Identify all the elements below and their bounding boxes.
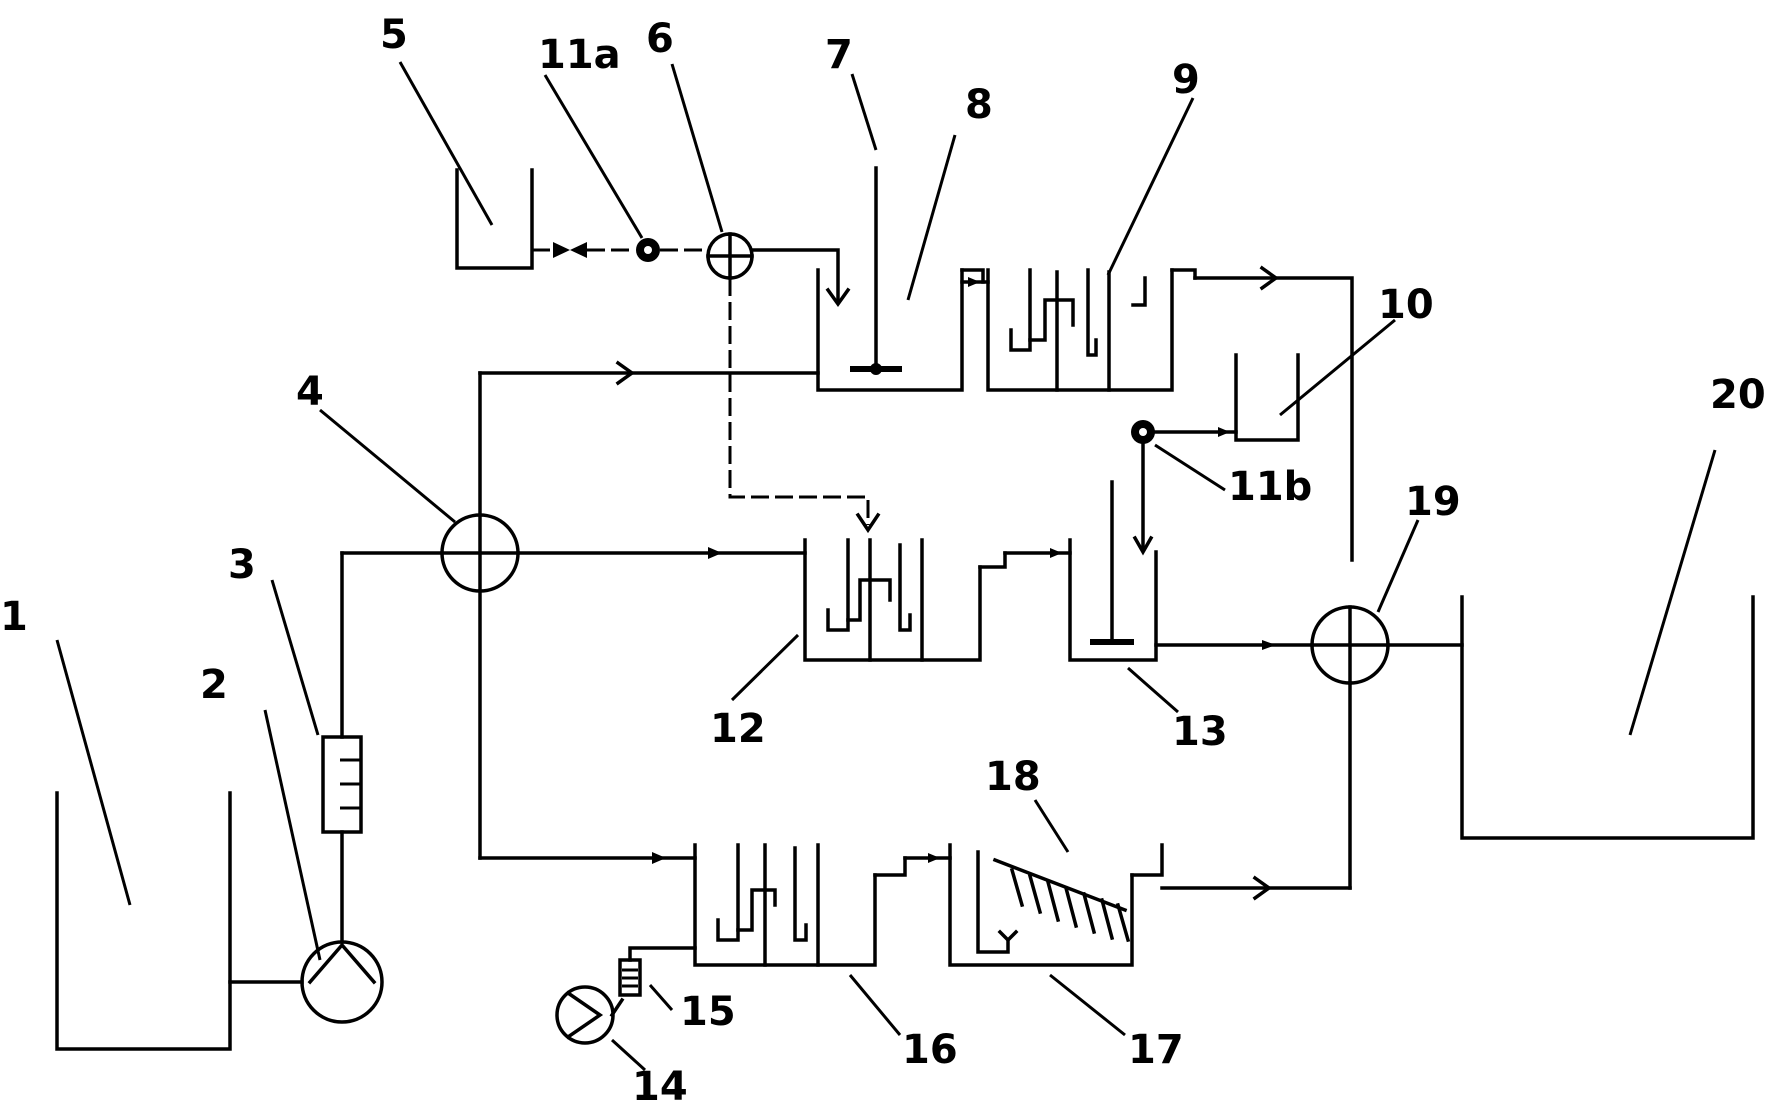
leader-line-12 (730, 633, 800, 702)
label-17: 17 (1128, 1027, 1184, 1073)
collector-19 (1310, 605, 1390, 890)
label-3: 3 (228, 542, 256, 588)
leader-line-7 (850, 73, 878, 151)
pump-2 (228, 940, 384, 1024)
label-1: 1 (0, 594, 28, 640)
leader-line-11b (1154, 443, 1226, 492)
leader-line-20 (1628, 449, 1717, 736)
label-9: 9 (1172, 57, 1200, 103)
tank-20 (1460, 595, 1755, 840)
tank-5 (455, 168, 534, 270)
leader-line-9 (1106, 97, 1195, 276)
label-14: 14 (632, 1064, 688, 1107)
tank-12 (803, 538, 1007, 662)
label-13: 13 (1172, 709, 1228, 755)
label-18: 18 (985, 754, 1041, 800)
tank-8 (816, 268, 985, 392)
dosing-pump-11b (1131, 420, 1155, 444)
pipe-9-to-19 (1193, 276, 1354, 562)
leader-line-14 (610, 1038, 647, 1072)
leader-line-8 (906, 134, 957, 301)
label-12: 12 (710, 706, 766, 752)
label-6: 6 (646, 16, 674, 62)
dosing-pump-11a (636, 238, 660, 262)
dosing-line-6-to-8 (750, 248, 840, 304)
tank-16 (693, 843, 907, 967)
tank-13 (1068, 480, 1158, 662)
leader-line-13 (1127, 666, 1179, 714)
leader-line-1 (55, 639, 132, 906)
leader-line-19 (1376, 519, 1420, 613)
label-16: 16 (902, 1027, 958, 1073)
dosing-line-6-to-12 (728, 278, 870, 525)
label-15: 15 (680, 989, 736, 1035)
label-19: 19 (1405, 479, 1461, 525)
blower-14 (555, 985, 625, 1045)
valve-5 (532, 242, 587, 258)
leader-line-2 (263, 709, 322, 961)
label-10: 10 (1378, 282, 1434, 328)
tank-1 (55, 791, 232, 1051)
leader-line-6 (670, 63, 724, 233)
leader-line-16 (848, 974, 902, 1036)
label-7: 7 (825, 32, 853, 78)
label-11a: 11a (538, 32, 621, 78)
label-11b: 11b (1228, 464, 1312, 510)
leader-line-15 (648, 984, 674, 1011)
tank-17 (948, 843, 1164, 967)
leader-line-10 (1279, 318, 1396, 417)
filter-15 (618, 946, 697, 997)
label-5: 5 (380, 12, 408, 58)
label-8: 8 (965, 82, 993, 128)
leader-line-17 (1049, 973, 1126, 1037)
flowmeter-3 (321, 551, 442, 944)
label-4: 4 (296, 369, 324, 415)
label-2: 2 (200, 662, 228, 708)
leader-line-11a (543, 74, 644, 239)
label-20: 20 (1710, 372, 1766, 418)
tank-10 (1234, 353, 1300, 442)
distributor-4 (440, 371, 520, 860)
tank-9 (986, 268, 1197, 392)
leader-line-5 (398, 61, 494, 226)
mixer-7 (850, 166, 902, 375)
leader-line-3 (270, 579, 320, 736)
leader-line-4 (319, 408, 456, 524)
leader-line-18 (1033, 799, 1070, 853)
splitter-6 (706, 232, 754, 280)
